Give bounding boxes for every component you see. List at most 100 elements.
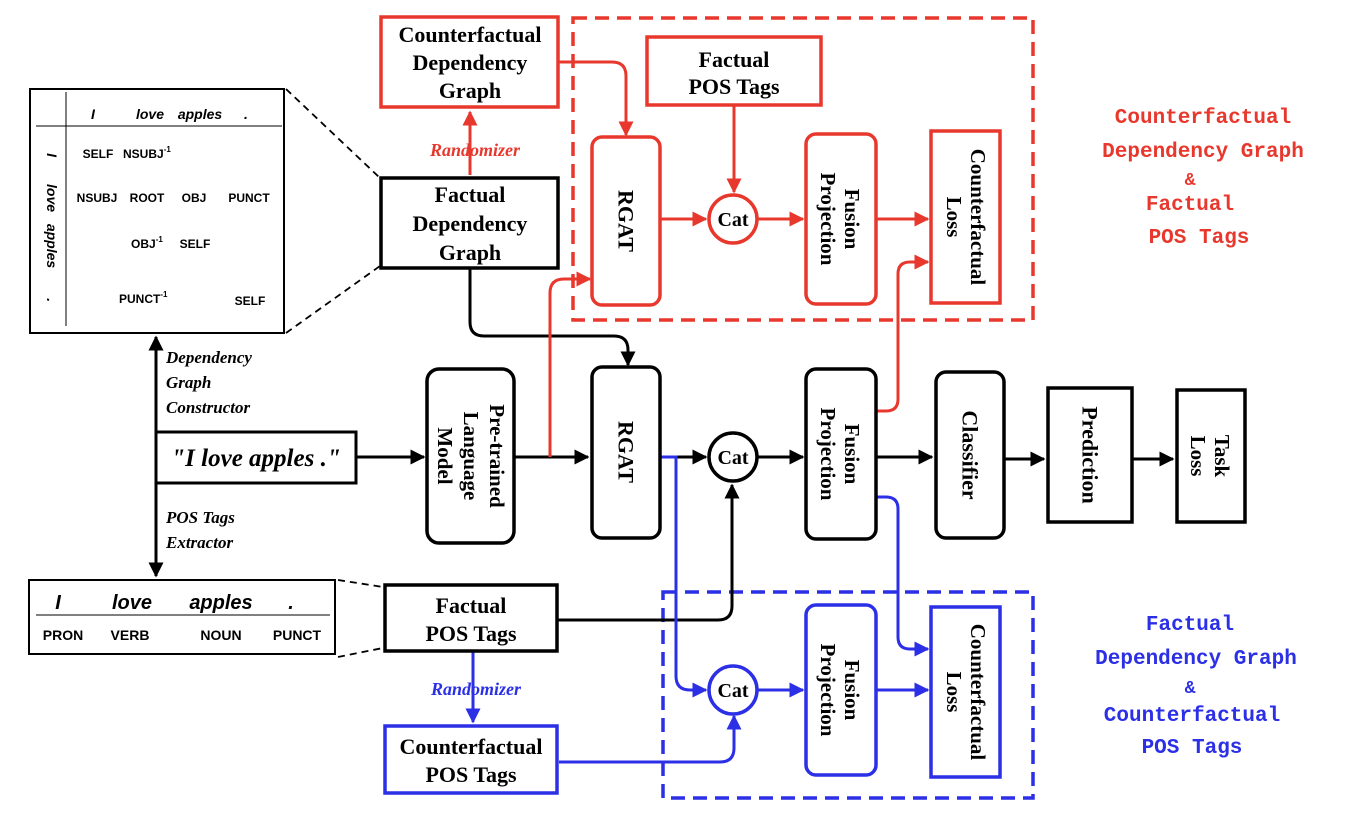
constructor-label: Graph — [166, 373, 211, 392]
box-label: Model — [433, 427, 457, 484]
pos-zoom-line — [337, 647, 384, 658]
pos-zoom-line — [337, 579, 384, 588]
box-label: Graph — [439, 240, 501, 265]
box-label: Projection — [816, 408, 840, 501]
node-label: Cat — [717, 680, 748, 702]
legend-line: & — [1185, 679, 1196, 699]
extractor-label: Extractor — [165, 533, 233, 552]
matrix-cell: NSUBJ-1 — [123, 145, 171, 161]
box-label: Factual — [435, 182, 506, 207]
pos-tag: PRON — [43, 627, 83, 643]
matrix-col-header: . — [244, 106, 248, 122]
box-label: Prediction — [1078, 406, 1103, 503]
box-label: RGAT — [614, 421, 639, 483]
cat-top-node: Cat — [707, 193, 759, 245]
cf-dependency-graph-box: Counterfactual Dependency Graph — [379, 15, 560, 109]
box-label: Pre-trained — [485, 404, 509, 508]
legend-line: Dependency Graph — [1102, 141, 1304, 164]
box-label: POS Tags — [688, 74, 780, 99]
pos-table: I love apples . PRON VERB NOUN PUNCT — [28, 579, 336, 655]
matrix-cell: OBJ-1 — [131, 235, 163, 251]
box-label: Fusion — [840, 424, 864, 485]
matrix-cell: PUNCT-1 — [119, 290, 168, 306]
sentence-text: "I love apples ." — [171, 445, 340, 472]
task-loss-box: Task Loss — [1175, 388, 1247, 524]
box-label: POS Tags — [425, 762, 517, 787]
arrow-rgat-to-cat-bottom — [660, 455, 708, 698]
cf-loss-bottom-box: Counterfactual Loss — [929, 605, 1002, 779]
matrix-col-header: love — [136, 106, 164, 122]
factual-pos-tags-top-box: Factual POS Tags — [645, 35, 823, 107]
legend-line: Counterfactual — [1104, 705, 1280, 728]
legend-line: & — [1185, 171, 1196, 191]
legend-line: Factual — [1146, 194, 1234, 217]
matrix-col-header: apples — [178, 106, 223, 122]
node-label: Cat — [717, 447, 748, 469]
box-label: Counterfactual — [966, 624, 990, 761]
box-label: Counterfactual — [966, 149, 990, 286]
pos-word: apples — [189, 592, 252, 614]
matrix-col-header: I — [91, 106, 96, 122]
legend-line: POS Tags — [1142, 737, 1243, 760]
box-label: Dependency — [413, 211, 528, 236]
arrow-plm-to-rgat-top — [548, 271, 592, 457]
node-label: Cat — [717, 209, 748, 231]
matrix-cell: SELF — [235, 294, 266, 308]
pos-word: . — [288, 592, 294, 614]
arrow-cf-pos-to-cat — [559, 714, 742, 764]
matrix-row-header: apples — [44, 224, 60, 269]
pos-tag: NOUN — [200, 627, 241, 643]
box-label: Graph — [439, 78, 501, 103]
matrix-cell: OBJ — [182, 191, 207, 205]
box-label: Classifier — [958, 410, 983, 499]
factual-dependency-graph-box: Factual Dependency Graph — [379, 176, 560, 270]
matrix-cell: PUNCT — [228, 191, 270, 205]
cf-pos-tags-box: Counterfactual POS Tags — [383, 724, 559, 795]
blue-group-frame — [661, 590, 1035, 800]
legend-line: Factual — [1146, 614, 1234, 637]
matrix-cell: SELF — [180, 237, 211, 251]
box-label: Loss — [942, 672, 966, 713]
matrix-zoom-line — [285, 88, 381, 179]
box-label: Fusion — [840, 660, 864, 721]
pos-tag: VERB — [111, 627, 150, 643]
box-label: Counterfactual — [400, 734, 543, 759]
matrix-cell: ROOT — [130, 191, 165, 205]
legend-line: Counterfactual — [1115, 107, 1291, 130]
box-label: POS Tags — [425, 621, 517, 646]
matrix-cell: NSUBJ — [77, 191, 118, 205]
extractor-label: POS Tags — [165, 508, 235, 527]
box-label: Loss — [942, 197, 966, 238]
arrow-fusion-main-to-loss-top — [876, 254, 930, 413]
arrow-pos-to-cat — [557, 483, 740, 622]
legend-red: Counterfactual Dependency Graph & Factua… — [1102, 107, 1304, 250]
red-group-frame — [571, 16, 1035, 322]
cf-loss-top-box: Counterfactual Loss — [929, 129, 1002, 305]
arrow-fusion-main-to-loss-bottom — [876, 495, 930, 657]
fusion-projection-bottom-box: Fusion Projection — [804, 603, 878, 777]
box-label: Projection — [816, 173, 840, 266]
rgat-main-box: RGAT — [590, 365, 662, 540]
cat-bottom-node: Cat — [707, 664, 759, 716]
dependency-matrix: I love apples . I love apples . SELF NSU… — [29, 88, 285, 334]
box-label: Loss — [1186, 436, 1210, 477]
box-label: RGAT — [614, 190, 639, 252]
rgat-top-box: RGAT — [590, 135, 662, 307]
box-label: Projection — [816, 644, 840, 737]
randomizer-label-red: Randomizer — [429, 140, 521, 160]
box-label: Counterfactual — [399, 22, 542, 47]
arrow-cf-graph-to-rgat — [559, 60, 634, 137]
matrix-zoom-line — [285, 265, 381, 334]
classifier-box: Classifier — [934, 370, 1006, 540]
constructor-label: Constructor — [166, 398, 250, 417]
pos-word: love — [112, 592, 152, 614]
box-label: Fusion — [840, 189, 864, 250]
pos-word: I — [55, 592, 61, 614]
fusion-projection-top-box: Fusion Projection — [804, 132, 878, 306]
box-label: Dependency — [413, 50, 528, 75]
matrix-cell: SELF — [83, 147, 114, 161]
sentence-box — [154, 430, 358, 485]
matrix-row-header: love — [44, 184, 60, 212]
plm-box: Pre-trained Language Model — [425, 367, 516, 545]
